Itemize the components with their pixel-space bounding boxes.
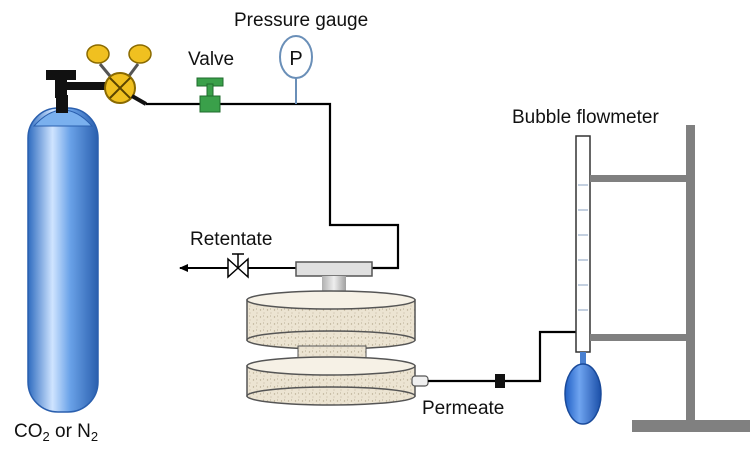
- cell-lower-disc: [246, 356, 416, 376]
- permeate-connector-icon: [495, 374, 505, 388]
- cylinder-neck: [56, 95, 68, 113]
- support-stand: [590, 125, 750, 432]
- stand-clamp-lower: [590, 334, 686, 341]
- stand-clamp-upper: [590, 175, 686, 182]
- pressure-gauge: P: [279, 35, 313, 104]
- feed-gas-line: [146, 102, 400, 270]
- cell-top-plate: [295, 261, 373, 277]
- gas-cylinder: [27, 70, 110, 413]
- pressure-regulator: [86, 44, 152, 106]
- regulator-gauge-left-icon: [86, 44, 110, 64]
- regulator-gauge-right-icon: [128, 44, 152, 64]
- regulator-outlet: [131, 94, 147, 106]
- pressure-gauge-label: Pressure gauge: [234, 10, 369, 31]
- pressure-gauge-symbol: P: [289, 48, 302, 70]
- valve-body-icon: [199, 95, 221, 113]
- flowmeter-graduations: [578, 184, 588, 311]
- cylinder-valve-handle: [46, 70, 76, 80]
- feed-valve: [196, 77, 224, 113]
- cylinder-valve-stem: [55, 78, 67, 98]
- pressure-gauge-icon: [279, 35, 313, 79]
- bubble-flowmeter-label: Bubble flowmeter: [512, 107, 659, 128]
- rubber-bulb-icon: [564, 363, 602, 425]
- permeate-line: [428, 330, 576, 383]
- flowmeter-tube: [575, 135, 591, 353]
- bubble-flowmeter: [564, 135, 602, 425]
- valve-label: Valve: [188, 49, 235, 70]
- permeate-label: Permeate: [422, 398, 505, 419]
- cylinder-outlet: [66, 82, 110, 90]
- gas-source-label: CO2 or N2: [14, 421, 99, 444]
- stand-pole: [686, 125, 695, 422]
- cell-upper-disc: [246, 290, 416, 310]
- stand-base: [632, 420, 750, 432]
- membrane-cell: [246, 261, 429, 406]
- retentate-line: [179, 253, 296, 279]
- cell-permeate-port: [411, 375, 429, 387]
- cylinder-body: [27, 107, 99, 413]
- retentate-label: Retentate: [190, 229, 273, 250]
- bulb-neck: [580, 352, 586, 366]
